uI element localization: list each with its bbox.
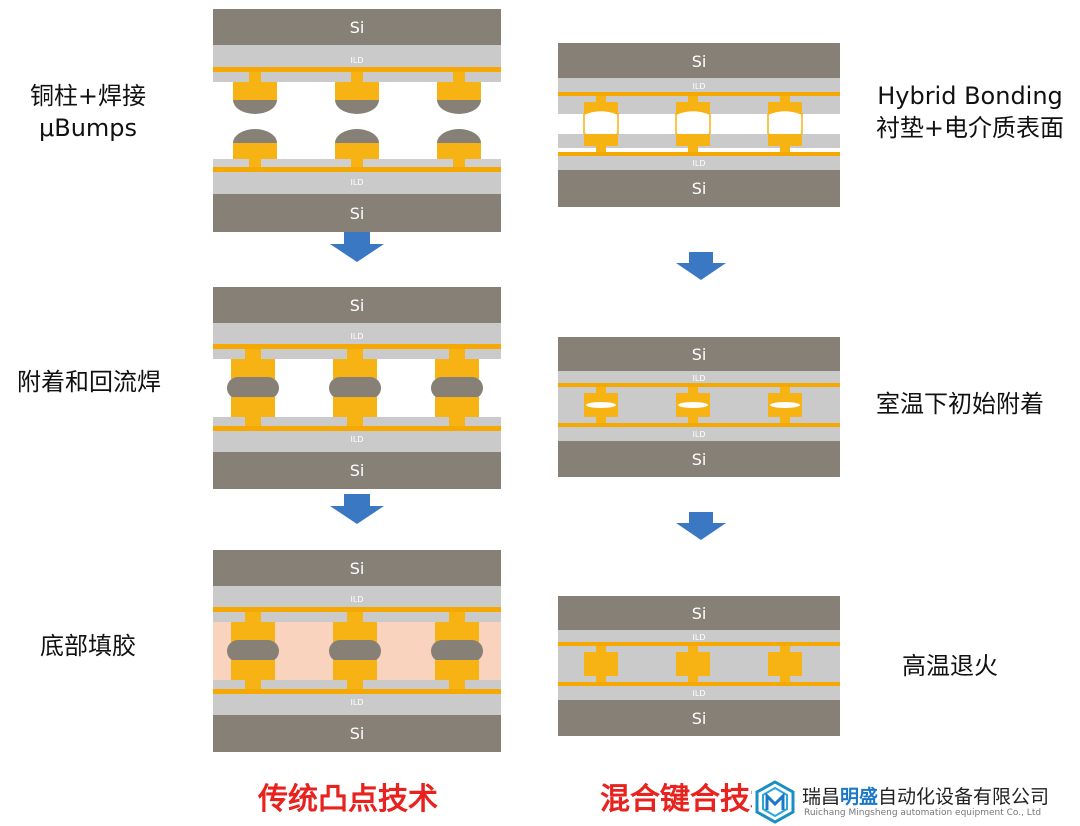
- step-label-initial-attach: 室温下初始附着: [876, 390, 1044, 418]
- si-label: Si: [692, 709, 707, 728]
- company-name-prefix: 瑞昌: [802, 786, 841, 808]
- ild-label: ILD: [351, 178, 364, 187]
- bump-stack-separated: Si ILD ILD Si: [213, 9, 501, 232]
- hybrid-stack-aligned: Si ILD ILD Si: [558, 43, 840, 207]
- title-hybrid-bonding: 混合键合技术: [600, 782, 780, 817]
- si-label: Si: [692, 604, 707, 623]
- company-english-name: Ruichang Mingsheng automation equipment …: [804, 808, 1042, 818]
- si-label: Si: [692, 179, 707, 198]
- ild-label: ILD: [351, 56, 364, 65]
- company-name: 瑞昌明盛自动化设备有限公司: [802, 782, 1049, 809]
- si-label: Si: [692, 450, 707, 469]
- step-label-anneal: 高温退火: [902, 652, 998, 680]
- step-label-line: Hybrid Bonding: [877, 82, 1063, 110]
- ild-label: ILD: [351, 435, 364, 444]
- step-label-line: 铜柱+焊接: [29, 82, 147, 110]
- si-label: Si: [350, 204, 365, 223]
- si-label: Si: [350, 296, 365, 315]
- ild-label: ILD: [351, 595, 364, 604]
- ild-label: ILD: [693, 374, 706, 383]
- down-arrow-icon: [330, 232, 384, 262]
- si-label: Si: [692, 52, 707, 71]
- ild-label: ILD: [693, 430, 706, 439]
- si-label: Si: [350, 559, 365, 578]
- si-label: Si: [692, 345, 707, 364]
- step-label-hybrid-bonding: Hybrid Bonding 衬垫+电介质表面: [860, 80, 1080, 144]
- hybrid-stack-initial: Si ILD ILD Si: [558, 337, 840, 477]
- ild-label: ILD: [693, 159, 706, 168]
- bump-stack-underfill: Si ILD ILD Si: [213, 550, 501, 752]
- ild-label: ILD: [351, 332, 364, 341]
- down-arrow-icon: [676, 512, 726, 540]
- step-label-line: μBumps: [38, 114, 138, 142]
- ild-label: ILD: [693, 633, 706, 642]
- step-label-copper-pillar: 铜柱+焊接 μBumps: [18, 80, 158, 144]
- ild-label: ILD: [693, 689, 706, 698]
- step-label-reflow: 附着和回流焊: [17, 368, 161, 396]
- step-label-underfill: 底部填胶: [40, 632, 136, 660]
- down-arrow-icon: [676, 252, 726, 280]
- hybrid-stack-annealed: Si ILD ILD Si: [558, 596, 840, 736]
- company-logo: 瑞昌明盛自动化设备有限公司 Ruichang Mingsheng automat…: [752, 778, 1078, 826]
- ild-label: ILD: [351, 698, 364, 707]
- step-label-line: 衬垫+电介质表面: [875, 114, 1065, 142]
- company-name-suffix: 自动化设备有限公司: [878, 786, 1050, 808]
- bump-stack-reflow: Si ILD ILD Si: [213, 287, 501, 489]
- si-label: Si: [350, 18, 365, 37]
- title-traditional-bump: 传统凸点技术: [258, 782, 438, 817]
- si-label: Si: [350, 461, 365, 480]
- hexagon-m-logo-icon: [755, 780, 795, 824]
- ild-label: ILD: [693, 82, 706, 91]
- company-name-highlight: 明盛: [840, 786, 879, 808]
- si-label: Si: [350, 724, 365, 743]
- down-arrow-icon: [330, 494, 384, 524]
